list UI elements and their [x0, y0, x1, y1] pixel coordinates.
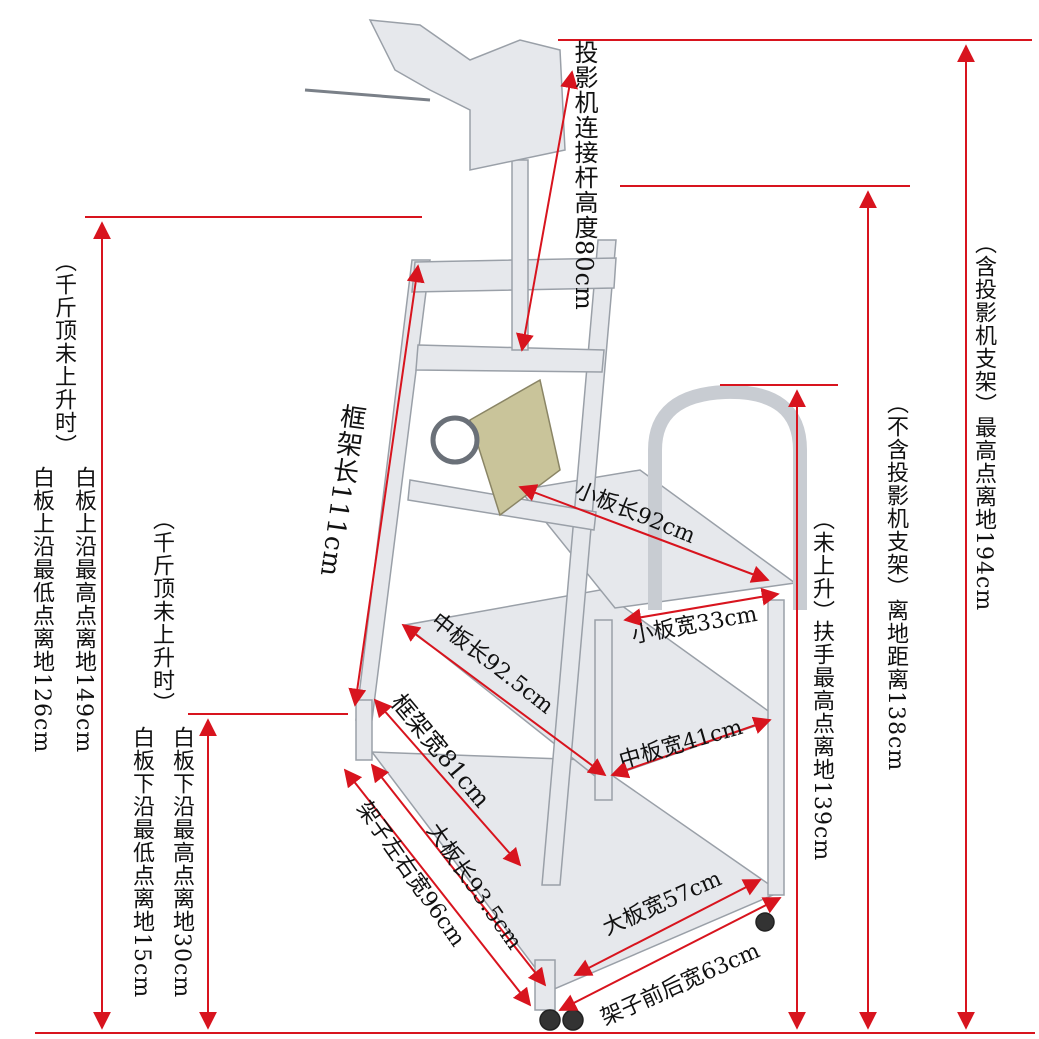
leg-rear-left [355, 699, 373, 761]
caster [539, 1009, 561, 1031]
projector-rod-line [516, 70, 578, 352]
projector-mount [368, 19, 566, 171]
rack-fb-width-line [558, 897, 782, 1011]
projector-rod-label: 投影机连接杆高度80cm [570, 40, 598, 311]
board-top-max-label: 白板上沿最高点离地149cm [71, 466, 96, 754]
frame-length-line [348, 264, 425, 707]
board-bottom-min-label: 白板下沿最低点离地15cm [129, 726, 154, 999]
board-top-min-label: 白板上沿最低点离地126cm [29, 466, 54, 754]
total-height-label: （含投影机支架）最高点离地194cm [971, 232, 996, 612]
handle-height-note: （未上升） [809, 508, 834, 623]
jack-wheel [430, 415, 480, 465]
handle-height-label: 扶手最高点离地139cm [809, 620, 834, 862]
caster [755, 912, 775, 932]
board-bottom-max-label: 白板下沿最高点离地30cm [169, 726, 194, 999]
cart-frame [304, 19, 807, 1031]
mid-board-width-line [610, 716, 772, 779]
jack-note-upper: （千斤顶未上升时） [51, 250, 76, 457]
dimension-lines [35, 39, 1035, 1034]
small-board-length-line [518, 484, 770, 583]
projector-rod [511, 159, 529, 351]
scissor-jack [469, 378, 561, 517]
caster [562, 1009, 584, 1031]
rack-lr-width-line [343, 768, 532, 1007]
leg-front-right [767, 599, 785, 896]
jack-note-lower: （千斤顶未上升时） [149, 508, 174, 715]
height-no-projector-label: （不含投影机支架）离地距离138cm [883, 392, 908, 772]
small-board-width-line [623, 587, 780, 627]
